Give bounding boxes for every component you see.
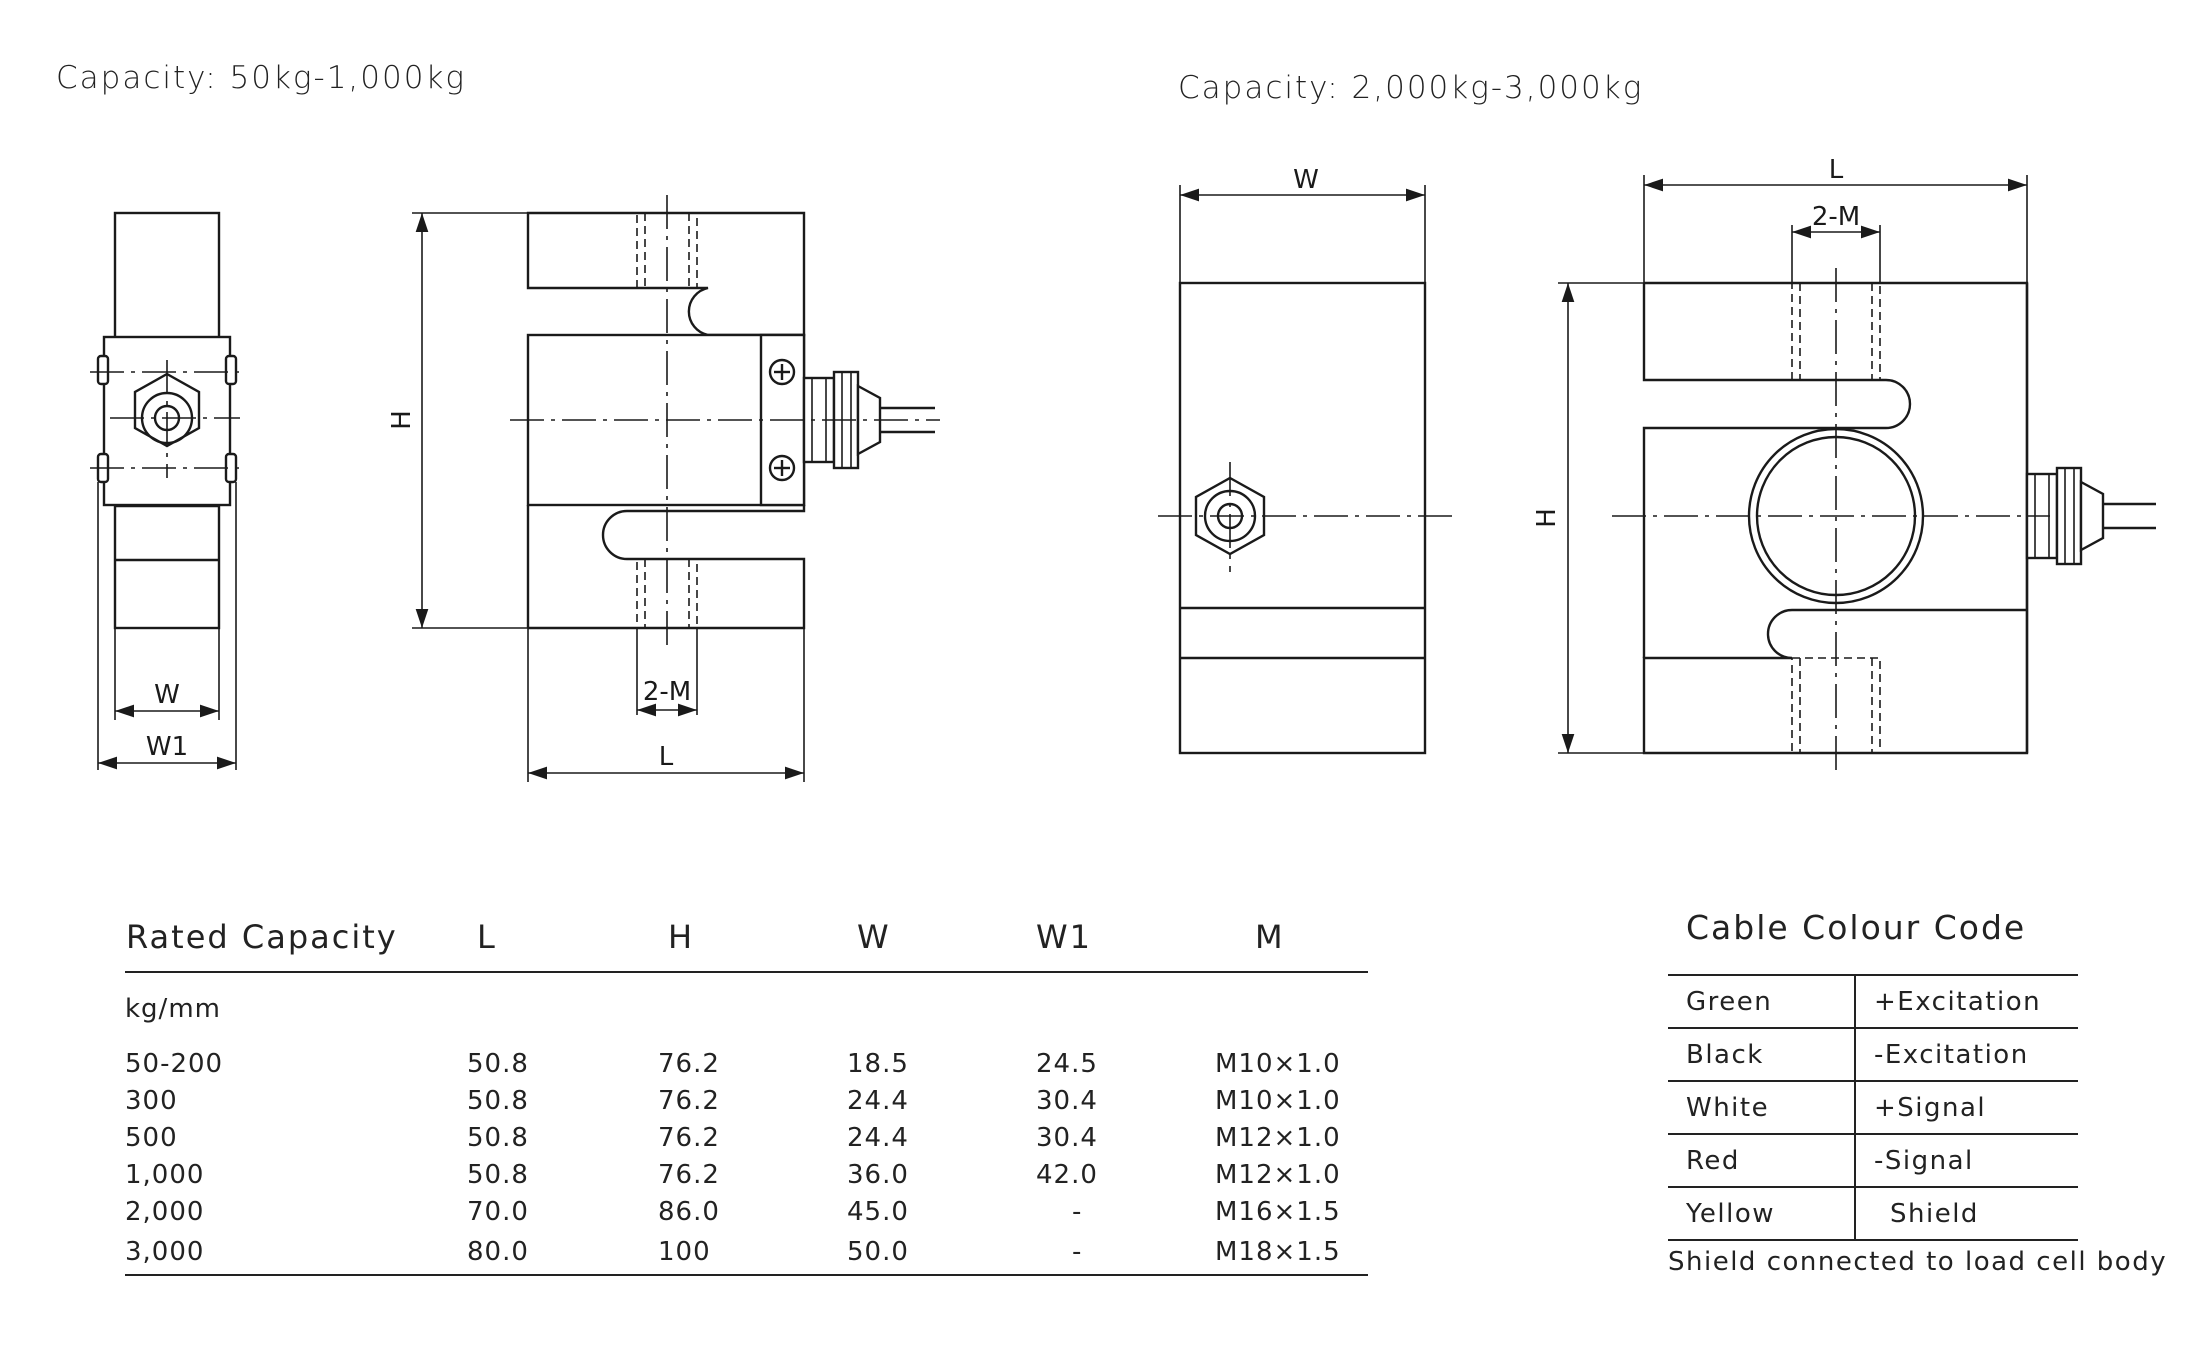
cell: 76.2 xyxy=(658,1159,720,1190)
cable-row: Green +Excitation xyxy=(1668,974,2078,1029)
cable-colour: Yellow xyxy=(1668,1187,1856,1241)
cell: 50.8 xyxy=(467,1085,529,1116)
cell: 50.8 xyxy=(467,1159,529,1190)
cable-row: White +Signal xyxy=(1668,1081,2078,1135)
cell: 50.0 xyxy=(847,1230,1036,1276)
cell: 45.0 xyxy=(847,1196,909,1227)
label-m-left: 2-M xyxy=(643,677,691,707)
table-row: 1,000 50.8 76.2 36.0 42.0 M12×1.0 xyxy=(125,1156,1368,1193)
label-w1-left: W1 xyxy=(146,732,188,762)
cable-title: Cable Colour Code xyxy=(1686,908,2027,947)
title-left: Capacity: 50kg-1,000kg xyxy=(56,60,467,96)
title-right: Capacity: 2,000kg-3,000kg xyxy=(1178,70,1644,106)
cell: 500 xyxy=(125,1122,178,1153)
cell: M10×1.0 xyxy=(1215,1085,1341,1116)
cell: 86.0 xyxy=(658,1196,720,1227)
cell: M12×1.0 xyxy=(1215,1122,1341,1153)
cell: M18×1.5 xyxy=(1215,1230,1368,1276)
cable-row: Yellow Shield xyxy=(1668,1187,2078,1241)
cell: 36.0 xyxy=(847,1159,909,1190)
cable-row: Red -Signal xyxy=(1668,1134,2078,1188)
left-side-view: W W1 xyxy=(90,211,246,770)
cable-function: +Signal xyxy=(1855,1081,2078,1135)
label-h-left: H xyxy=(387,410,417,430)
cable-table: Green +Excitation Black -Excitation Whit… xyxy=(1668,974,2078,1241)
label-w-right: W xyxy=(1293,165,1319,195)
cell: 70.0 xyxy=(467,1196,529,1227)
cell: 18.5 xyxy=(847,1048,909,1079)
drawing: W W1 xyxy=(90,155,2156,782)
table-row: 2,000 70.0 86.0 45.0 - M16×1.5 xyxy=(125,1193,1368,1230)
header-w: W xyxy=(847,903,1036,973)
s-large-right-outline xyxy=(1642,281,2029,755)
cell: M16×1.5 xyxy=(1215,1196,1341,1227)
s-bottom-arm xyxy=(528,505,806,630)
label-m-right: 2-M xyxy=(1812,202,1860,232)
right-side-view: W xyxy=(1158,165,1452,755)
cable-colour: Red xyxy=(1668,1134,1856,1188)
header-h: H xyxy=(658,903,847,973)
table-row: 500 50.8 76.2 24.4 30.4 M12×1.0 xyxy=(125,1119,1368,1156)
table-row: 3,000 80.0 100 50.0 - M18×1.5 xyxy=(125,1230,1368,1276)
right-front-view: L 2-M H xyxy=(1532,155,2156,770)
side-screw xyxy=(224,354,238,386)
cell: 50.8 xyxy=(467,1122,529,1153)
label-l-left: L xyxy=(659,742,674,772)
cable-colour: White xyxy=(1668,1081,1856,1135)
label-w-left: W xyxy=(154,680,180,710)
cell: 76.2 xyxy=(658,1085,720,1116)
cable-row: Black -Excitation xyxy=(1668,1028,2078,1082)
cell: - xyxy=(1036,1230,1215,1276)
cell: 30.4 xyxy=(1036,1085,1098,1116)
cable-gland-tip xyxy=(856,383,882,457)
header-m: M xyxy=(1215,903,1368,973)
cable-function: Shield xyxy=(1855,1187,2078,1241)
header-l: L xyxy=(467,903,658,973)
cell: 80.0 xyxy=(467,1230,658,1276)
label-h-right: H xyxy=(1532,508,1562,528)
cell: 24.4 xyxy=(847,1122,909,1153)
cable-gland-body-large xyxy=(2055,466,2083,566)
cable-colour: Green xyxy=(1668,974,1856,1029)
table-row: 300 50.8 76.2 24.4 30.4 M10×1.0 xyxy=(125,1082,1368,1119)
label-l-right: L xyxy=(1829,155,1844,185)
cable-function: -Excitation xyxy=(1855,1028,2078,1082)
cell: 300 xyxy=(125,1085,178,1116)
cell: 3,000 xyxy=(125,1230,467,1276)
cell: 42.0 xyxy=(1036,1159,1098,1190)
cell: M10×1.0 xyxy=(1215,1048,1341,1079)
spec-header-row: Rated Capacity L H W W1 M xyxy=(125,903,1368,973)
s-large-left-outline xyxy=(1642,283,1912,658)
cell: 76.2 xyxy=(658,1048,720,1079)
cell: 24.4 xyxy=(847,1085,909,1116)
cell: - xyxy=(1072,1196,1083,1227)
cable-colour: Black xyxy=(1668,1028,1856,1082)
cell: 24.5 xyxy=(1036,1048,1098,1079)
header-rated-capacity: Rated Capacity xyxy=(125,903,467,973)
cell: 76.2 xyxy=(658,1122,720,1153)
unit-row: kg/mm xyxy=(125,972,1368,1045)
side-body-outline-large xyxy=(1178,281,1427,755)
table-row: 50-200 50.8 76.2 18.5 24.5 M10×1.0 xyxy=(125,1045,1368,1082)
left-front-view: H 2-M L xyxy=(387,195,940,782)
s-top-arm xyxy=(526,211,806,337)
header-w1: W1 xyxy=(1036,903,1215,973)
spec-table: Rated Capacity L H W W1 M kg/mm 50-200 5… xyxy=(125,903,1368,1276)
cell: 50-200 xyxy=(125,1048,224,1079)
cable-note: Shield connected to load cell body xyxy=(1668,1247,2168,1277)
cable-function: +Excitation xyxy=(1855,974,2078,1029)
cell: 30.4 xyxy=(1036,1122,1098,1153)
cell: M12×1.0 xyxy=(1215,1159,1341,1190)
cell: 100 xyxy=(658,1230,847,1276)
cell: 1,000 xyxy=(125,1159,205,1190)
cell: 2,000 xyxy=(125,1196,205,1227)
cable-function: -Signal xyxy=(1855,1134,2078,1188)
unit-label: kg/mm xyxy=(125,994,221,1024)
cell: 50.8 xyxy=(467,1048,529,1079)
side-screw xyxy=(96,354,110,386)
